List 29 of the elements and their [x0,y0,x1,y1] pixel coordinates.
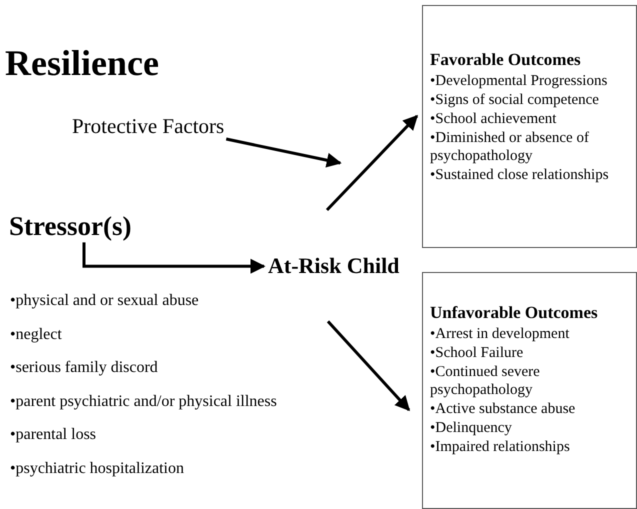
arrow [226,138,342,168]
bullet-item: •Developmental Progressions [430,72,608,90]
list-item: •physical and or sexual abuse [10,292,199,310]
outcome-box [422,5,637,248]
bullet-item: •Impaired relationships [430,438,571,456]
bullet-item: •Delinquency [430,419,513,438]
bullet-item: •School achievement [430,110,558,128]
bullet-item: •Continued severe psychopathology [430,363,541,400]
arrow [326,320,410,412]
list-item: •psychiatric hospitalization [10,460,184,478]
arrow [82,242,266,274]
bullet-item: •Diminished or absence of psychopathology [430,129,590,166]
outcome-box [422,272,637,509]
arrow [326,114,418,212]
title: Resilience [5,42,159,84]
list-item: •parent psychiatric and/or physical illness [10,392,277,410]
box-heading: Unfavorable Outcomes [430,303,599,324]
list-item: •serious family discord [10,359,158,377]
box-heading: Favorable Outcomes [430,50,582,70]
bullet-item: •Active substance abuse [430,400,576,418]
list-item: •parental loss [10,426,96,444]
node-label: At-Risk Child [268,253,400,280]
list-item: •neglect [10,326,62,344]
bullet-item: •Arrest in development [430,325,570,344]
bullet-item: •Signs of social competence [430,91,600,110]
bullet-item: •School Failure [430,344,524,362]
bullet-item: •Sustained close relationships [430,166,610,184]
node-label: Stressor(s) [9,210,132,242]
node-label: Protective Factors [72,114,224,140]
